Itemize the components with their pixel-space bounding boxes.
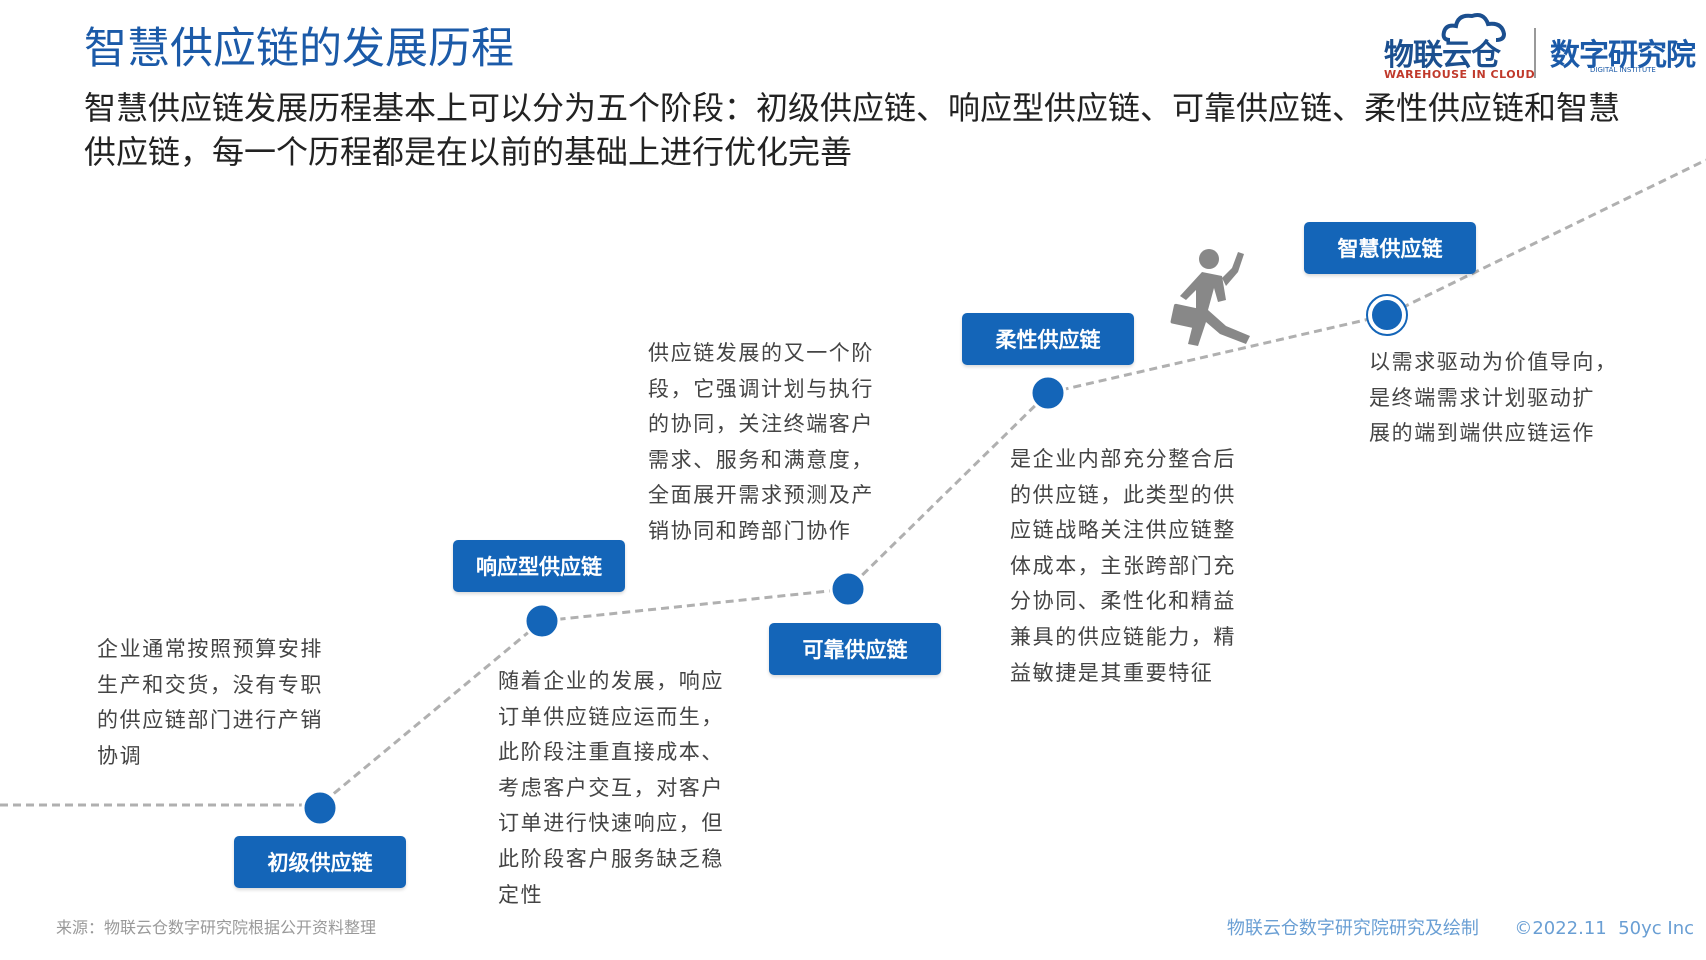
institute-subtitle: DIGITAL INSTITUTE (1590, 66, 1656, 74)
brand-subtitle: WAREHOUSE IN CLOUD (1384, 68, 1536, 81)
stage-desc-reliable: 供应链发展的又一个阶 段，它强调计划与执行 的协同，关注终端客户 需求、服务和满… (648, 341, 874, 543)
brand-name: 物联云仓 (1384, 38, 1501, 73)
stage-desc-smart: 以需求驱动为价值导向， 是终端需求计划驱动扩 展的端到端供应链运作 (1369, 350, 1618, 446)
running-businessman-icon (1170, 249, 1250, 346)
logo-divider (1534, 28, 1536, 78)
stage-desc-flexible: 是企业内部充分整合后 的供应链，此类型的供 应链战略关注供应链整 体成本，主张跨… (1010, 447, 1236, 685)
stage-desc-primary: 企业通常按照预算安排 生产和交货，没有专职 的供应链部门进行产销 协调 (97, 637, 323, 768)
stage-node-1 (301, 789, 339, 827)
stage-label-responsive: 响应型供应链 (453, 540, 625, 592)
subtitle-line-1: 智慧供应链发展历程基本上可以分为五个阶段：初级供应链、响应型供应链、可靠供应链、… (84, 89, 1621, 127)
subtitle-line-2: 供应链，每一个历程都是在以前的基础上进行优化完善 (84, 133, 853, 171)
footer-credit: 物联云仓数字研究院研究及绘制 ©2022.11 50yc Inc (1227, 914, 1694, 940)
stage-desc-responsive: 随着企业的发展，响应 订单供应链应运而生， 此阶段注重直接成本、 考虑客户交互，… (498, 669, 724, 907)
stage-label-primary: 初级供应链 (234, 836, 406, 888)
credit-text: 物联云仓数字研究院研究及绘制 (1226, 918, 1479, 939)
stage-node-3 (829, 570, 867, 608)
stage-node-5 (1368, 296, 1406, 334)
page-title: 智慧供应链的发展历程 (84, 24, 514, 74)
source-note: 来源：物联云仓数字研究院根据公开资料整理 (56, 918, 377, 937)
stage-label-flexible: 柔性供应链 (962, 313, 1134, 365)
stage-label-smart: 智慧供应链 (1304, 222, 1476, 274)
institute-name: 数字研究院 (1550, 38, 1696, 73)
cloud-icon (1441, 13, 1507, 42)
page-subtitle: 智慧供应链发展历程基本上可以分为五个阶段：初级供应链、响应型供应链、可靠供应链、… (84, 86, 1644, 174)
copyright-text: ©2022.11 50yc Inc (1514, 918, 1694, 939)
stage-label-reliable: 可靠供应链 (769, 623, 941, 675)
stage-node-2 (523, 602, 561, 640)
stage-node-4 (1029, 374, 1067, 412)
